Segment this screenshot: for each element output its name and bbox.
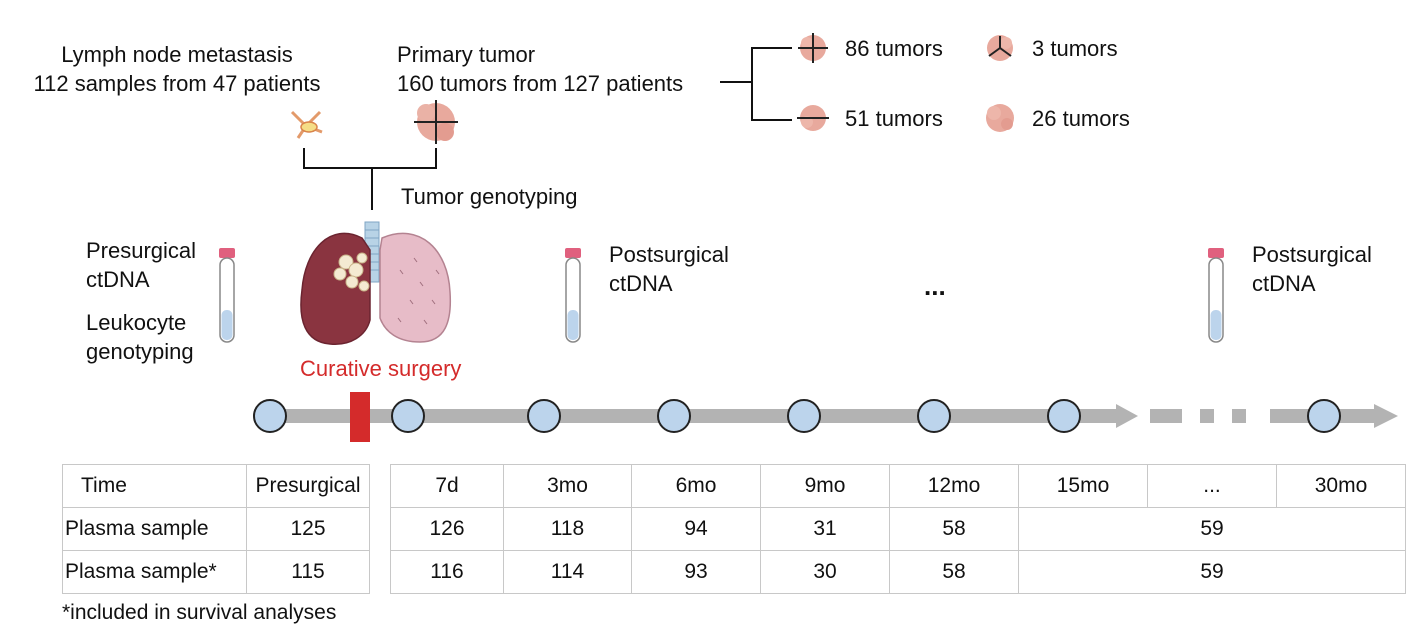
- lungs-icon: [300, 221, 452, 345]
- timepoint-node-12mo: [917, 399, 951, 433]
- lymph-node-count: 112 samples from 47 patients: [33, 71, 321, 96]
- leukocyte-genotyping: genotyping: [86, 339, 194, 364]
- table-row-label: Plasma sample*: [62, 550, 247, 594]
- table-gap-cell: [369, 464, 391, 508]
- curative-surgery-label: Curative surgery: [300, 356, 462, 381]
- table-cell: 115: [246, 550, 370, 594]
- table-cell: 93: [631, 550, 761, 594]
- tumor-group-label: 3 tumors: [1032, 36, 1118, 61]
- table-cell: 58: [889, 507, 1019, 551]
- table-row: Plasma sample* 115 116 114 93 30 58 59: [62, 550, 1406, 594]
- table-cell: 126: [390, 507, 504, 551]
- postsurgical-tube-1-icon: [565, 248, 581, 343]
- presurgical-title: Presurgical: [86, 238, 197, 263]
- presurgical-tube-icon: [219, 248, 235, 343]
- table-cell: 114: [503, 550, 632, 594]
- lymph-node-title: Lymph node metastasis: [61, 42, 293, 67]
- primary-tumor-count: 160 tumors from 127 patients: [397, 71, 684, 96]
- plasma-sample-table: Time Presurgical 7d 3mo 6mo 9mo 12mo 15m…: [62, 464, 1406, 594]
- timepoint-node-3mo: [527, 399, 561, 433]
- primary-tumor-label: Primary tumor 160 tumors from 127 patien…: [397, 40, 683, 98]
- table-cell: 116: [390, 550, 504, 594]
- primary-tumor-icon: [414, 100, 458, 144]
- timepoint-node-7d: [391, 399, 425, 433]
- postsurgical-ctdna: ctDNA: [1252, 271, 1316, 296]
- table-cell: 125: [246, 507, 370, 551]
- timepoint-node-presurgical: [253, 399, 287, 433]
- timeline-dash: [1200, 409, 1214, 423]
- timeline-end-arrowhead: [1374, 404, 1398, 428]
- leukocyte-title: Leukocyte: [86, 310, 187, 335]
- tumor-group-label: 51 tumors: [845, 106, 943, 131]
- tumor-cross-icon: [798, 33, 828, 63]
- table-header-cell: 12mo: [889, 464, 1019, 508]
- lymph-node-icon: [290, 110, 323, 139]
- table-cell: 58: [889, 550, 1019, 594]
- table-gap-cell: [369, 507, 391, 551]
- footnote: *included in survival analyses: [62, 601, 337, 624]
- table-header-cell: 7d: [390, 464, 504, 508]
- timepoint-node-30mo: [1307, 399, 1341, 433]
- table-gap-cell: [369, 550, 391, 594]
- table-header-cell: Presurgical: [246, 464, 370, 508]
- lymph-node-label: Lymph node metastasis 112 samples from 4…: [22, 40, 332, 98]
- table-header-cell: 15mo: [1018, 464, 1148, 508]
- tumor-group-label: 26 tumors: [1032, 106, 1130, 131]
- genotyping-bracket: [303, 148, 437, 210]
- table-cell: 30: [760, 550, 890, 594]
- tumor-line-icon: [797, 105, 829, 131]
- timeline-ellipsis: ...: [924, 271, 946, 301]
- table-header-cell: 3mo: [503, 464, 632, 508]
- postsurgical-ctdna: ctDNA: [609, 271, 673, 296]
- table-header-cell: 9mo: [760, 464, 890, 508]
- surgery-marker: [350, 392, 370, 442]
- table-header-cell: ...: [1147, 464, 1277, 508]
- timepoint-node-6mo: [657, 399, 691, 433]
- table-header-cell: 30mo: [1276, 464, 1406, 508]
- timeline: [253, 392, 1398, 442]
- table-cell: 31: [760, 507, 890, 551]
- table-header-cell: Time: [62, 464, 247, 508]
- postsurgical-label-1: Postsurgical ctDNA: [609, 240, 729, 298]
- timepoint-node-15mo: [1047, 399, 1081, 433]
- primary-tumor-title: Primary tumor: [397, 42, 536, 67]
- tumor-branch-bracket: [720, 47, 792, 121]
- timeline-dash: [1150, 409, 1182, 423]
- postsurgical-label-2: Postsurgical ctDNA: [1252, 240, 1372, 298]
- postsurgical-title: Postsurgical: [1252, 242, 1372, 267]
- timeline-dash: [1232, 409, 1246, 423]
- table-cell: 94: [631, 507, 761, 551]
- tumor-genotyping-label: Tumor genotyping: [401, 184, 578, 209]
- table-cell: 118: [503, 507, 632, 551]
- table-header-cell: 6mo: [631, 464, 761, 508]
- table-row: Plasma sample 125 126 118 94 31 58 59: [62, 507, 1406, 551]
- tumor-tripod-icon: [987, 35, 1013, 61]
- table-merged-cell: 59: [1018, 550, 1406, 594]
- table-merged-cell: 59: [1018, 507, 1406, 551]
- table-row-label: Plasma sample: [62, 507, 247, 551]
- table-header-row: Time Presurgical 7d 3mo 6mo 9mo 12mo 15m…: [62, 464, 1406, 508]
- presurgical-label: Presurgical ctDNA Leukocyte genotyping: [86, 236, 196, 366]
- presurgical-ctdna: ctDNA: [86, 267, 150, 292]
- timepoint-node-9mo: [787, 399, 821, 433]
- tumor-plain-icon: [986, 104, 1014, 132]
- postsurgical-title: Postsurgical: [609, 242, 729, 267]
- postsurgical-tube-2-icon: [1208, 248, 1224, 343]
- tumor-group-label: 86 tumors: [845, 36, 943, 61]
- timeline-arrowhead: [1116, 404, 1138, 428]
